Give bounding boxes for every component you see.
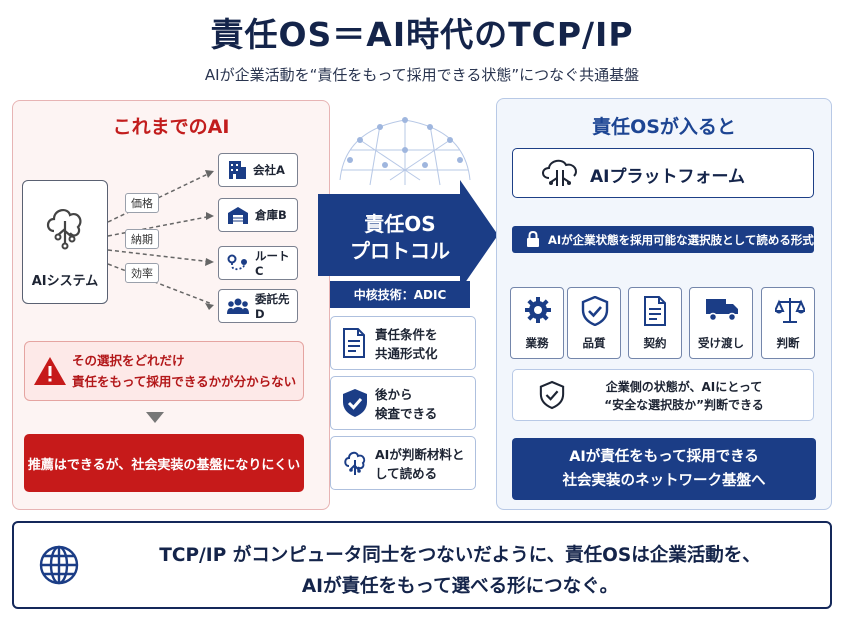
feature-card-line-2: 検査できる xyxy=(375,406,438,421)
tag-delivery: 納期 xyxy=(125,229,159,249)
bottom-message: TCP/IP がコンピュータ同士をつないだように、責任OSは企業活動を、 AIが… xyxy=(100,540,820,602)
left-heading: これまでのAI xyxy=(112,116,230,138)
category-label: 判断 xyxy=(776,336,800,350)
right-result-banner: AIが責任をもって採用できる 社会実装のネットワーク基盤へ xyxy=(512,438,816,500)
feature-card-format: 責任条件を 共通形式化 xyxy=(330,316,476,370)
feature-card-inspect: 後から 検査できる xyxy=(330,376,476,430)
shield-check-icon xyxy=(539,380,565,410)
feature-card-line-2: して読める xyxy=(375,466,438,481)
bottom-message-line-1: TCP/IP がコンピュータ同士をつないだように、責任OSは企業活動を、 xyxy=(159,545,761,566)
left-result-banner: 推薦はできるが、社会実装の基盤になりにくい xyxy=(24,434,304,492)
warning-box xyxy=(24,341,304,401)
safe-choice-line-2: “安全な選択肢か”判断できる xyxy=(604,398,764,412)
warning-line-2: 責任をもって採用できるかが分からない xyxy=(72,374,297,389)
feature-card-line-2: 共通形式化 xyxy=(375,346,438,361)
gear-icon xyxy=(525,297,551,323)
right-heading: 責任OSが入ると xyxy=(592,116,736,138)
feature-card-line-1: 責任条件を xyxy=(375,327,438,342)
lock-icon xyxy=(527,231,539,247)
target-label: 会社A xyxy=(253,163,285,177)
ai-brain-icon xyxy=(46,209,82,250)
target-warehouse-b: 倉庫B xyxy=(218,198,298,232)
target-company-a: 会社A xyxy=(218,153,298,187)
document-icon xyxy=(343,328,365,358)
page-subtitle: AIが企業活動を“責任をもって採用できる状態”につなぐ共通基盤 xyxy=(204,66,640,84)
protocol-title-line-1: 責任OS xyxy=(364,212,436,236)
ai-platform-label: AIプラットフォーム xyxy=(590,167,745,187)
feature-card-line-1: 後から xyxy=(375,387,413,402)
readable-format-bar: AIが企業状態を採用可能な選択肢として読める形式 xyxy=(512,226,814,253)
tag-price: 価格 xyxy=(125,193,159,213)
ai-brain-icon xyxy=(344,451,366,475)
target-label: ルートC xyxy=(255,249,290,278)
document-icon xyxy=(644,296,666,326)
ai-system-box xyxy=(22,180,108,304)
feature-card-text: 後から 検査できる xyxy=(375,385,437,423)
safe-choice-line-1: 企業側の状態が、AIにとって xyxy=(605,380,763,394)
scale-icon xyxy=(775,298,805,323)
warning-line-1: その選択をどれだけ xyxy=(72,353,185,368)
safe-choice-text: 企業側の状態が、AIにとって “安全な選択肢か”判断できる xyxy=(560,378,808,414)
warning-icon xyxy=(34,357,66,385)
feature-card-readable: AIが判断材料と して読める xyxy=(330,436,476,490)
shield-check-icon xyxy=(581,296,609,326)
target-contractor-d: 委託先D xyxy=(218,289,298,323)
target-label: 委託先D xyxy=(255,292,290,321)
category-contract: 契約 xyxy=(628,287,682,359)
globe-icon xyxy=(39,545,79,585)
warning-text: その選択をどれだけ 責任をもって採用できるかが分からない xyxy=(72,350,300,392)
category-operations: 業務 xyxy=(510,287,564,359)
people-icon xyxy=(227,298,249,314)
readable-format-label: AIが企業状態を採用可能な選択肢として読める形式 xyxy=(548,232,814,247)
safe-choice-box xyxy=(512,369,814,421)
truck-icon xyxy=(706,299,738,322)
cloud-ai-icon xyxy=(542,159,577,186)
right-result-line-2: 社会実装のネットワーク基盤へ xyxy=(562,473,766,489)
feature-card-text: AIが判断材料と して読める xyxy=(375,445,464,483)
bottom-message-line-2: AIが責任をもって選べる形につなぐ。 xyxy=(301,576,619,597)
feature-card-text: 責任条件を 共通形式化 xyxy=(375,325,438,363)
warehouse-icon xyxy=(228,207,248,224)
category-label: 業務 xyxy=(525,336,549,350)
page-title: 責任OS＝AI時代のTCP/IP xyxy=(210,15,634,54)
category-quality: 品質 xyxy=(567,287,621,359)
category-handover: 受け渡し xyxy=(689,287,753,359)
category-label: 受け渡し xyxy=(698,336,744,350)
ai-system-label: AIシステム xyxy=(31,274,99,289)
building-icon xyxy=(229,161,246,179)
core-tech-label: 中核技術：ADIC xyxy=(330,281,470,308)
category-label: 契約 xyxy=(643,336,667,350)
shield-check-icon xyxy=(343,389,367,417)
feature-card-line-1: AIが判断材料と xyxy=(375,447,465,462)
right-result-line-1: AIが責任をもって採用できる xyxy=(569,449,759,465)
bottom-banner xyxy=(12,521,832,609)
target-route-c: ルートC xyxy=(218,246,298,280)
category-judgment: 判断 xyxy=(761,287,815,359)
protocol-title: 責任OS プロトコル xyxy=(330,211,470,265)
ai-platform-box xyxy=(512,148,814,198)
protocol-title-line-2: プロトコル xyxy=(350,239,450,263)
route-icon xyxy=(227,254,247,271)
target-label: 倉庫B xyxy=(255,208,287,222)
tag-efficiency: 効率 xyxy=(125,263,159,283)
protocol-arrow xyxy=(318,180,498,290)
category-label: 品質 xyxy=(582,336,606,350)
